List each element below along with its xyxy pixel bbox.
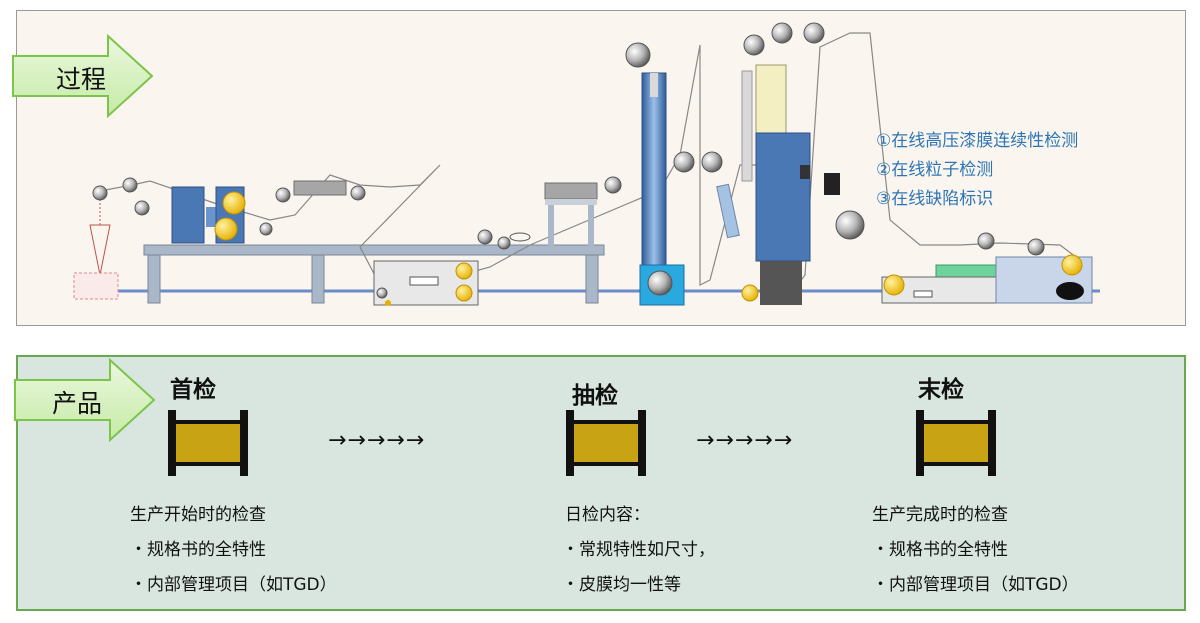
reel-icon-last bbox=[916, 410, 996, 476]
process-arrow-shape bbox=[12, 33, 154, 119]
stage-desc-last-3: ・内部管理项目（如TGD） bbox=[872, 575, 1079, 595]
production-line-illustration bbox=[73, 22, 1100, 306]
product-arrow-shape bbox=[14, 357, 156, 443]
stage-desc-first-3: ・内部管理项目（如TGD） bbox=[130, 575, 337, 595]
stage-desc-sampling-1: 日检内容： bbox=[565, 505, 650, 525]
bench-table bbox=[143, 244, 605, 304]
vertical-tower-2 bbox=[741, 22, 865, 305]
product-arrow-tag: 产品 bbox=[14, 357, 156, 446]
roller-group-middle bbox=[477, 229, 531, 250]
stage-desc-first-2: ・规格书的全特性 bbox=[130, 540, 266, 560]
payoff-stand bbox=[73, 195, 119, 300]
oven-segment bbox=[275, 180, 366, 203]
process-tag-label: 过程 bbox=[56, 65, 107, 94]
inspection-box bbox=[373, 260, 479, 306]
legend-item-1: ①在线高压漆膜连续性检测 bbox=[876, 131, 1079, 151]
flow-arrows-2: →→→→→ bbox=[696, 428, 794, 453]
process-arrow-tag: 过程 bbox=[12, 33, 154, 122]
coating-unit-1 bbox=[171, 186, 273, 244]
product-tag-label: 产品 bbox=[52, 389, 103, 418]
stage-title-first: 首检 bbox=[170, 377, 216, 403]
product-panel bbox=[16, 355, 1186, 611]
stage-desc-last-2: ・规格书的全特性 bbox=[872, 540, 1008, 560]
stage-desc-sampling-3: ・皮膜均一性等 bbox=[562, 575, 681, 595]
stage-desc-last-1: 生产完成时的检查 bbox=[872, 505, 1008, 525]
legend-item-3: ③在线缺陷标识 bbox=[876, 189, 994, 209]
roller-group-left bbox=[92, 177, 150, 216]
stage-desc-sampling-2: ・常规特性如尺寸， bbox=[562, 540, 715, 560]
stage-title-last: 末检 bbox=[918, 377, 964, 403]
stage-desc-first-1: 生产开始时的检查 bbox=[130, 505, 266, 525]
reel-icon-sampling bbox=[566, 410, 646, 476]
roller-group-towers bbox=[673, 151, 740, 239]
reel-icon-first bbox=[168, 410, 248, 476]
winding-machines bbox=[881, 232, 1093, 304]
vertical-tower-1 bbox=[625, 42, 685, 306]
oven-table bbox=[544, 176, 622, 247]
stage-title-sampling: 抽检 bbox=[572, 383, 618, 409]
legend-item-2: ②在线粒子检测 bbox=[876, 160, 994, 180]
flow-arrows-1: →→→→→ bbox=[328, 428, 426, 453]
